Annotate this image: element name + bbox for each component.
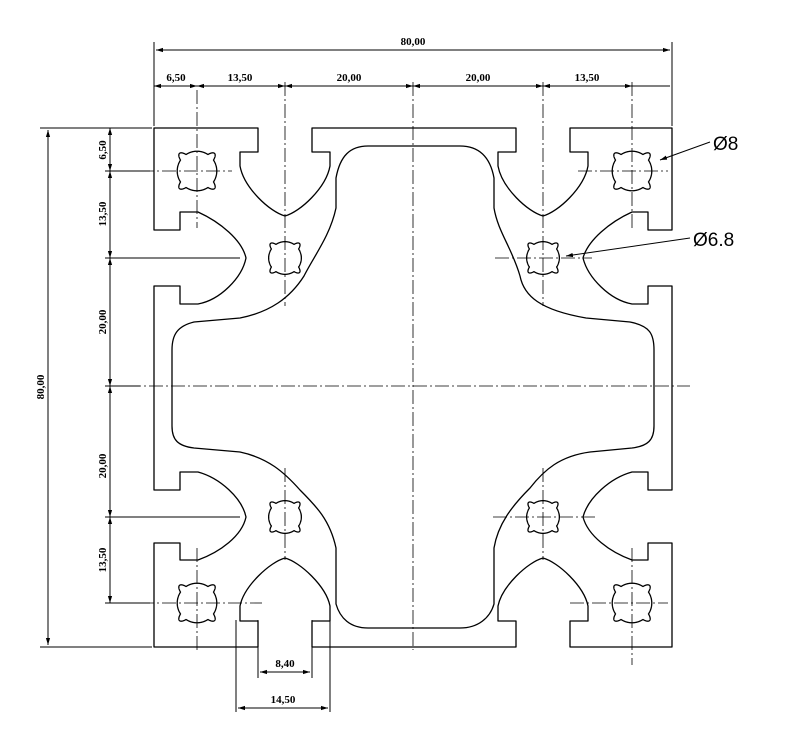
hole-small-top-right: [526, 241, 560, 275]
top-dim-5: 13,50: [575, 72, 600, 84]
profile-outline: [153, 127, 673, 648]
hole-small-bottom-right: [526, 500, 560, 534]
hole-large-bottom-right: [611, 582, 653, 624]
top-dim-4: 20,00: [466, 72, 491, 84]
left-dim-5: 13,50: [97, 547, 109, 572]
holes: [176, 150, 653, 624]
left-dim-3: 20,00: [97, 309, 109, 334]
dimensions: [40, 42, 711, 712]
slot-outer-width-label: 14,50: [271, 694, 296, 706]
left-dim-4: 20,00: [97, 453, 109, 478]
top-dim-1: 6,50: [166, 72, 186, 84]
hole-small-diameter-label: Ø6.8: [693, 230, 734, 251]
hole-large-top-left: [176, 150, 218, 192]
hole-small-top-left: [268, 241, 302, 275]
slot-inner-width-label: 8,40: [275, 658, 295, 670]
top-dim-3: 20,00: [337, 72, 362, 84]
overall-height-label: 80,00: [35, 374, 47, 399]
left-dim-1: 6,50: [97, 140, 109, 160]
center-lines: [105, 82, 690, 665]
overall-width-label: 80,00: [401, 36, 426, 48]
hole-large-top-right: [611, 150, 653, 192]
left-dim-2: 13,50: [97, 201, 109, 226]
hole-large-diameter-label: Ø8: [713, 134, 738, 155]
hole-small-bottom-left: [268, 500, 302, 534]
hole-large-bottom-left: [176, 582, 218, 624]
top-dim-2: 13,50: [228, 72, 253, 84]
